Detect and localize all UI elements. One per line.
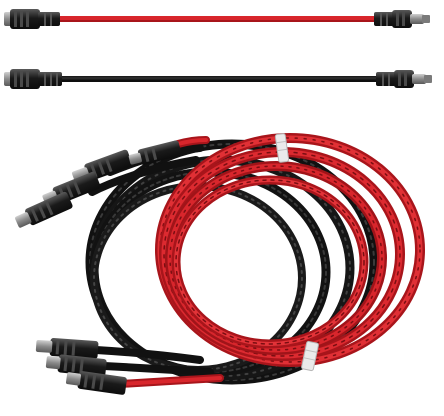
- black-cable-left-connector: [4, 69, 62, 89]
- zip-ties: [274, 133, 319, 372]
- red-cable-left-connector: [4, 9, 60, 29]
- black-straight-cable: [4, 69, 432, 89]
- black-cable-right-connector: [376, 70, 432, 88]
- red-coil: [155, 133, 425, 367]
- red-straight-cable: [4, 9, 430, 29]
- coiled-cable-bundle: [15, 133, 425, 395]
- coil-lower-connectors: [35, 338, 127, 395]
- coil-lower-leads: [92, 346, 224, 388]
- coil-upper-connectors: [15, 140, 182, 228]
- red-cable-right-connector: [374, 10, 430, 28]
